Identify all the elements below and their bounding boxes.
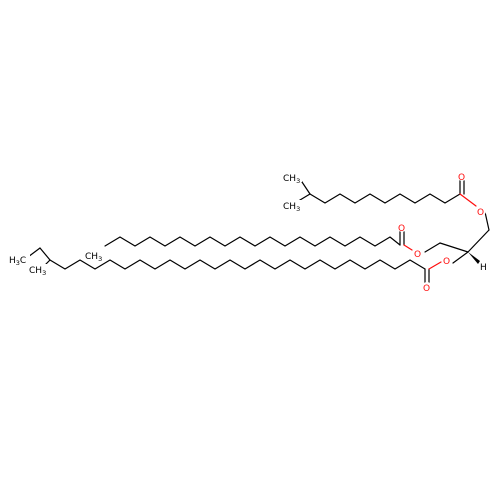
middle-acyl-chain — [104, 236, 401, 247]
top-ester-ch2 — [484, 211, 490, 231]
svg-text:CH3: CH3 — [283, 202, 300, 213]
bottom-ester-o-bond — [428, 261, 442, 270]
middle-ester-o-bond — [403, 244, 413, 251]
oxygen-middle-carbonyl: O — [397, 222, 407, 234]
svg-text:CH3: CH3 — [283, 174, 300, 185]
glycerol-backbone — [439, 229, 490, 253]
bottom-acyl-chain — [49, 259, 426, 270]
top-ester-o-bond — [459, 193, 477, 207]
oxygen-bottom-carbonyl: O — [422, 282, 432, 294]
top-methyl-label-2: CH3 — [282, 200, 302, 213]
svg-text:O: O — [398, 224, 405, 234]
middle-methyl-label: CH3 — [84, 250, 104, 263]
svg-text:H: H — [480, 263, 487, 273]
bottom-branch-methyl-label: CH3 — [28, 264, 48, 277]
svg-text:CH3: CH3 — [85, 252, 102, 263]
svg-text:O: O — [443, 257, 450, 267]
oxygen-top-carbonyl: O — [457, 171, 467, 183]
oxygen-middle-ester: O — [413, 248, 423, 260]
oxygen-top-ester: O — [476, 206, 486, 218]
stereo-wedge — [468, 252, 480, 264]
svg-text:H3C: H3C — [9, 256, 26, 267]
svg-text:O: O — [423, 284, 430, 294]
top-methyl-label: CH3 — [282, 172, 302, 185]
svg-text:CH3: CH3 — [29, 266, 46, 277]
mid-ester-ch2 — [424, 242, 441, 253]
svg-text:O: O — [458, 173, 465, 183]
oxygen-bottom-ester: O — [442, 255, 452, 267]
top-acyl-chain — [294, 193, 461, 204]
svg-text:O: O — [414, 250, 421, 260]
bottom-left-methyl-label: H3C — [8, 254, 30, 267]
svg-text:O: O — [477, 208, 484, 218]
bottom-ester-link — [452, 251, 469, 264]
hydrogen-stereo: H — [480, 263, 487, 273]
bottom-branch-ethyl — [39, 247, 51, 261]
